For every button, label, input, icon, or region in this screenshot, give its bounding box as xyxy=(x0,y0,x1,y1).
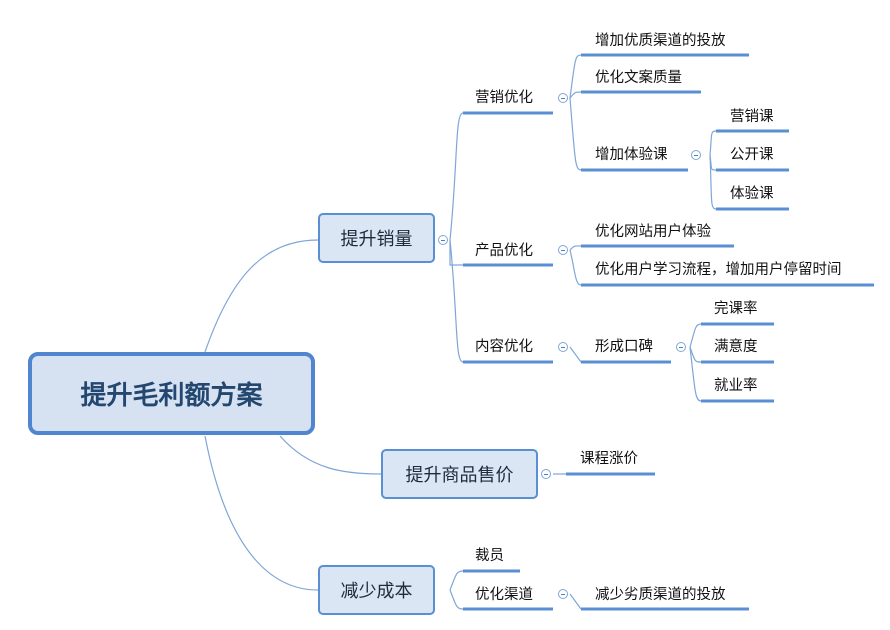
connector-cost-item2 xyxy=(449,589,464,610)
topic-raise-price[interactable]: 提升商品售价 xyxy=(381,449,538,499)
connector-sales-product xyxy=(449,240,463,266)
collapse-icon[interactable] xyxy=(438,235,448,245)
topic-completion-rate[interactable]: 完课率 xyxy=(714,301,758,317)
topic-public-class[interactable]: 公开课 xyxy=(730,147,774,163)
collapse-icon[interactable] xyxy=(558,589,568,599)
connector-experience-child3 xyxy=(709,154,717,210)
connector-product-item1 xyxy=(569,245,582,251)
collapse-icon[interactable] xyxy=(558,245,568,255)
topic-employment-rate[interactable]: 就业率 xyxy=(714,378,758,394)
topic-add-trial-class[interactable]: 增加体验课 xyxy=(595,147,668,163)
collapse-icon[interactable] xyxy=(541,469,551,479)
connector-sales-marketing xyxy=(449,112,464,241)
connector-marketing-item1 xyxy=(569,54,582,99)
connector-marketing-item2 xyxy=(569,91,582,99)
connector-reputation-child2 xyxy=(689,346,702,363)
topic-trial-class[interactable]: 体验课 xyxy=(730,186,774,202)
collapse-icon[interactable] xyxy=(676,342,686,352)
connector-sales-content xyxy=(449,239,464,363)
connector-cost-item1 xyxy=(449,570,464,591)
topic-reduce-poor-channels[interactable]: 减少劣质渠道的投放 xyxy=(595,587,726,603)
topic-marketing-optimization[interactable]: 营销优化 xyxy=(475,90,533,106)
connector-root-price xyxy=(279,435,382,475)
connector-marketing-item3 xyxy=(569,97,582,171)
collapse-icon[interactable] xyxy=(558,93,568,103)
topic-layoff[interactable]: 裁员 xyxy=(475,548,504,564)
collapse-icon[interactable] xyxy=(558,342,568,352)
topic-marketing-class[interactable]: 营销课 xyxy=(730,109,774,125)
connector-content-reputation xyxy=(569,346,582,363)
topic-build-reputation[interactable]: 形成口碑 xyxy=(595,339,653,355)
connector-root-sales xyxy=(204,239,319,353)
collapse-icon[interactable] xyxy=(691,150,701,160)
topic-reduce-cost[interactable]: 减少成本 xyxy=(318,565,435,615)
topic-channel-optimization[interactable]: 优化渠道 xyxy=(475,587,533,603)
topic-add-quality-channels[interactable]: 增加优质渠道的投放 xyxy=(595,33,726,49)
topic-learning-flow[interactable]: 优化用户学习流程，增加用户停留时间 xyxy=(595,262,842,278)
connector-channel-item1 xyxy=(569,593,582,610)
topic-copy-quality[interactable]: 优化文案质量 xyxy=(595,70,682,86)
topic-satisfaction[interactable]: 满意度 xyxy=(714,339,758,355)
topic-product-optimization[interactable]: 产品优化 xyxy=(475,243,533,259)
topic-website-ux[interactable]: 优化网站用户体验 xyxy=(595,224,711,240)
connector-product-item2 xyxy=(569,249,582,286)
connector-reputation-child1 xyxy=(689,323,702,348)
connector-root-cost xyxy=(204,435,319,591)
topic-increase-sales[interactable]: 提升销量 xyxy=(318,213,435,263)
connector-experience-child1 xyxy=(709,130,717,156)
topic-course-price-increase[interactable]: 课程涨价 xyxy=(580,451,638,467)
connector-reputation-child3 xyxy=(689,346,702,402)
topic-content-optimization[interactable]: 内容优化 xyxy=(475,339,533,355)
root-topic[interactable]: 提升毛利额方案 xyxy=(28,352,315,435)
